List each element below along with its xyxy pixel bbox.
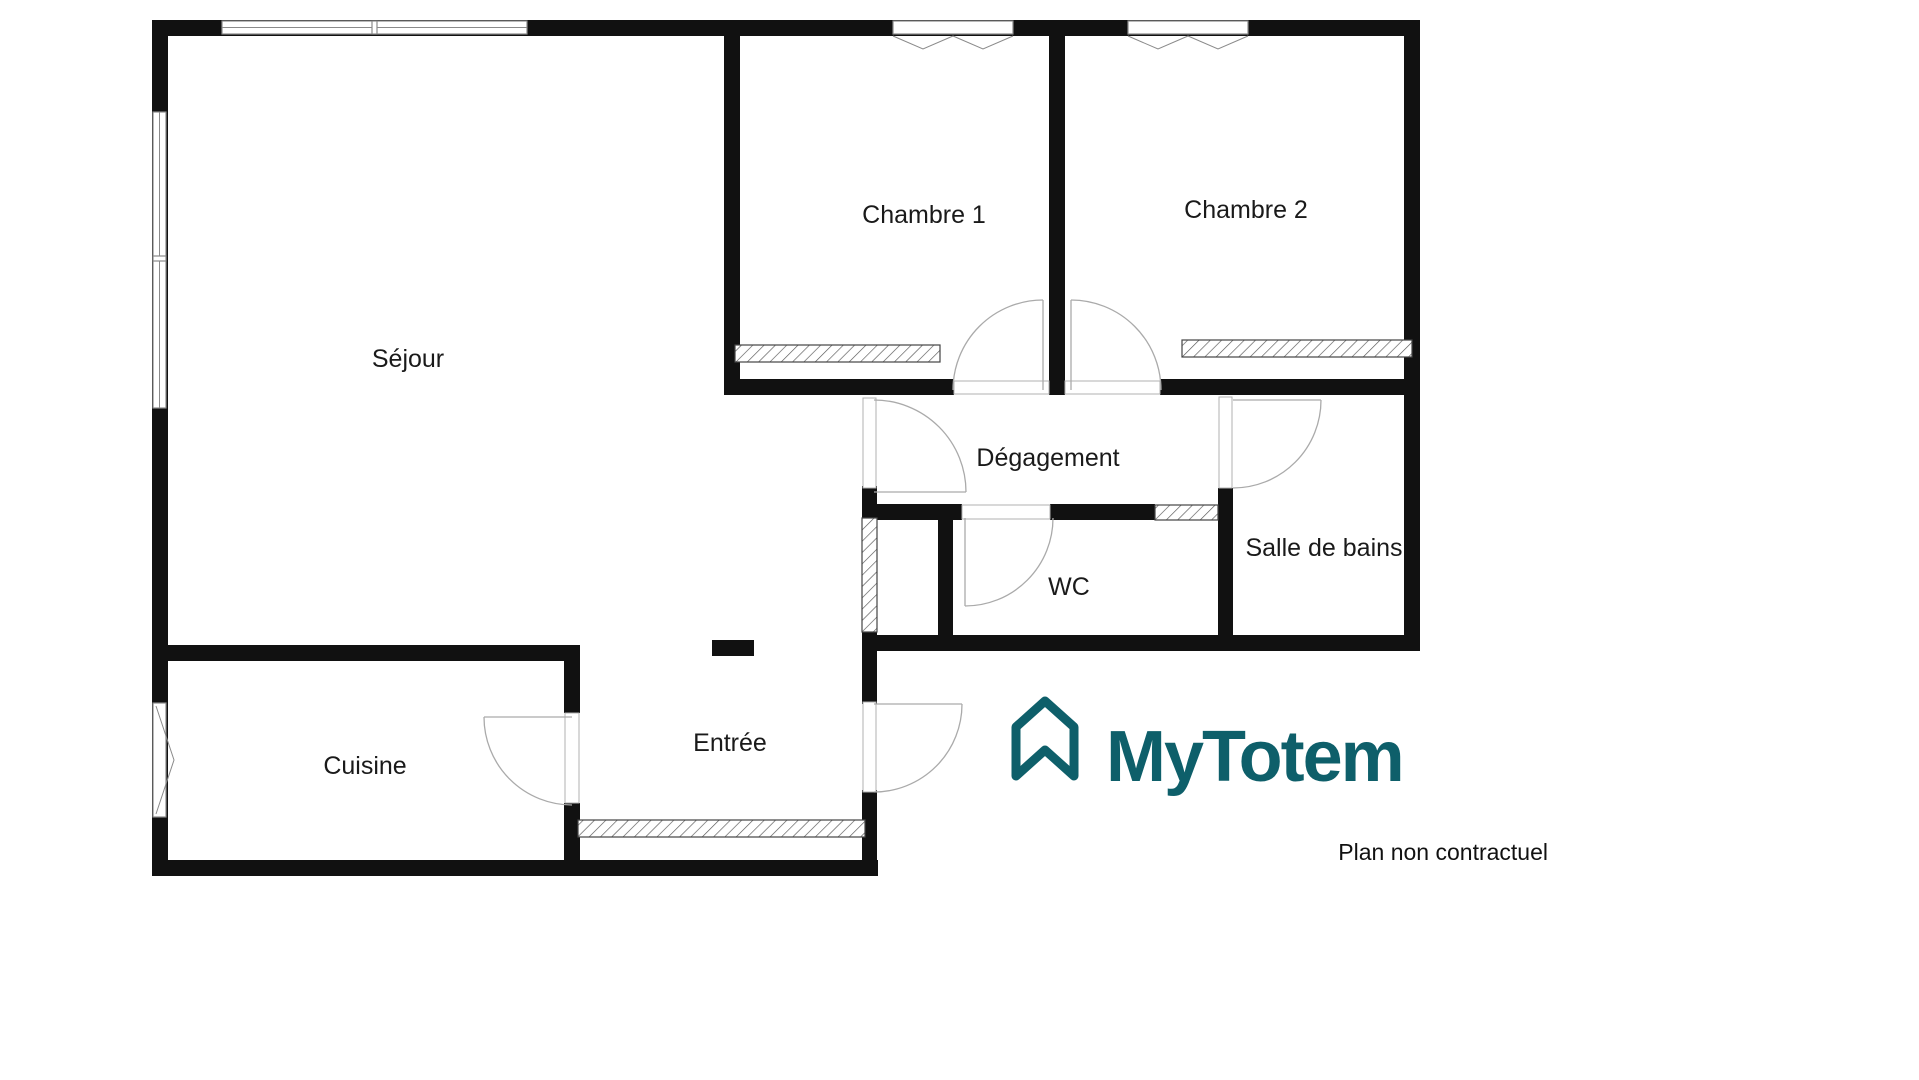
windows: [152, 20, 1249, 818]
wall-sejour-entree-stub: [712, 640, 754, 656]
wall-degagement-sdb: [1218, 488, 1233, 651]
opening-entree: [862, 701, 877, 793]
opening-sdb: [1218, 396, 1233, 489]
window-divider-icon: [152, 255, 167, 262]
wall-cuisine-right-lower: [564, 803, 580, 876]
wall-entree-right-mid: [862, 632, 877, 704]
wall-sejour-chambre1: [724, 20, 740, 395]
room-label-degagement: Dégagement: [976, 444, 1119, 472]
room-label-cuisine: Cuisine: [323, 752, 406, 780]
wall-wc-top-left: [877, 504, 962, 520]
room-label-entree: Entrée: [693, 729, 767, 757]
door-openings: [564, 380, 1233, 804]
window-chambre2: [1127, 20, 1249, 35]
window-opening-mark-icon: [1127, 35, 1189, 50]
window-cuisine: [152, 702, 167, 818]
door-arc-chambre1: [952, 299, 1044, 391]
wall-chambre1-chambre2: [1049, 20, 1065, 395]
wall-bottom-right-section: [862, 635, 1420, 651]
opening-chambre2: [1064, 380, 1161, 395]
disclaimer: Plan non contractuel: [1338, 839, 1548, 865]
opening-chambre1: [953, 380, 1050, 395]
door-arc-cuisine: [483, 716, 573, 806]
wall-cuisine-right-upper: [564, 645, 580, 713]
window-opening-mark-icon: [892, 35, 954, 50]
wall-center-stub: [1049, 379, 1065, 395]
wall-bottom-left: [152, 860, 878, 876]
hatched-partitions: [577, 339, 1413, 838]
opening-cuisine: [564, 712, 580, 804]
wall-cuisine-top: [152, 645, 580, 661]
window-opening-mark-icon: [1187, 35, 1249, 50]
opening-degagement: [862, 397, 877, 489]
door-arc-wc: [964, 517, 1054, 607]
door-arc-entree: [873, 703, 963, 793]
wall-entree-right-lower: [862, 790, 877, 876]
door-arc-degagement: [873, 399, 967, 493]
house-icon: [1011, 696, 1079, 781]
wall-chambre1-bottom: [724, 379, 954, 395]
hatch-entree-bottom: [577, 819, 866, 838]
wall-wc-divider: [938, 520, 953, 635]
wall-chambre2-bottom: [1160, 379, 1420, 395]
doors: [483, 299, 1322, 806]
hatch-chambre1: [734, 344, 941, 363]
hatch-entree-vertical: [861, 517, 878, 633]
hatch-wc-top: [1154, 504, 1219, 521]
door-arc-sdb: [1232, 399, 1322, 489]
hatch-chambre2: [1181, 339, 1413, 358]
wall-wc-top-right: [1050, 504, 1155, 520]
room-label-chambre2: Chambre 2: [1184, 196, 1308, 224]
wall-entree-right-upper: [862, 486, 877, 518]
door-arc-chambre2: [1070, 299, 1162, 391]
room-label-sejour: Séjour: [372, 345, 444, 373]
window-divider-icon: [371, 20, 378, 35]
room-label-wc: WC: [1048, 573, 1090, 601]
room-label-chambre1: Chambre 1: [862, 201, 986, 229]
window-chambre1: [892, 20, 1014, 35]
window-opening-mark-icon: [155, 705, 175, 815]
logo: MyTotem: [1011, 696, 1405, 797]
opening-wc: [961, 504, 1051, 520]
window-opening-mark-icon: [952, 35, 1014, 50]
logo-wordmark: MyTotem: [1106, 717, 1403, 797]
room-labels: Séjour Chambre 1 Chambre 2 Dégagement WC…: [323, 196, 1402, 780]
room-label-sdb: Salle de bains: [1245, 534, 1402, 562]
wall-right: [1404, 20, 1420, 651]
